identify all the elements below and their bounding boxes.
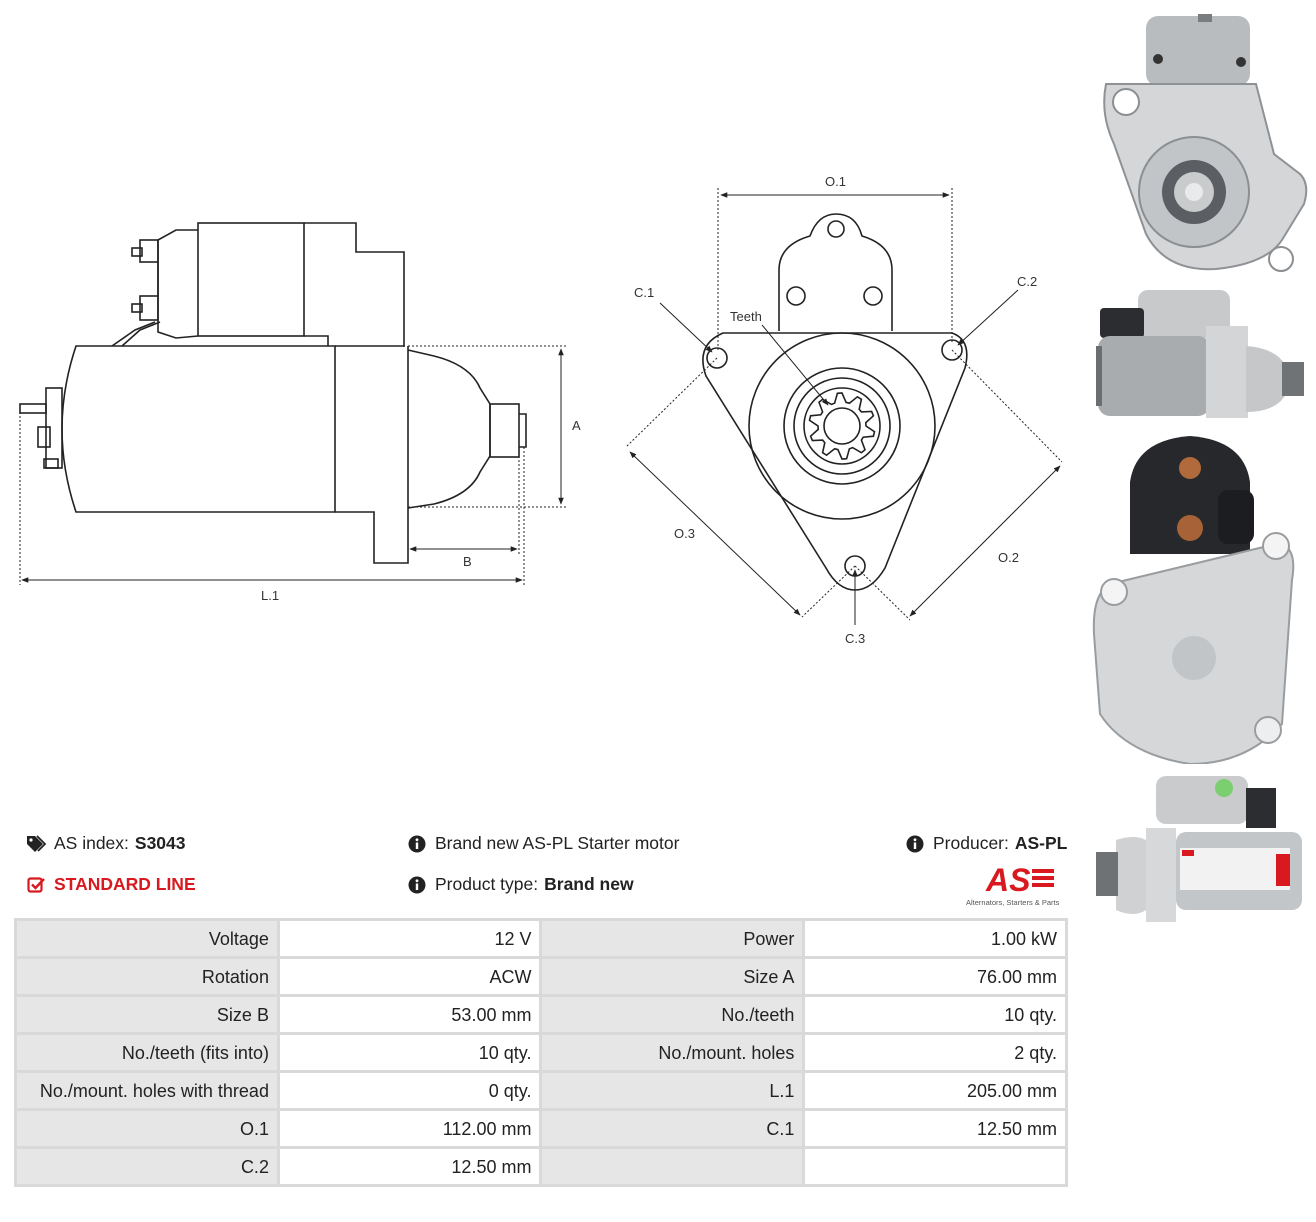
info-circle-icon: [905, 834, 925, 854]
tags-icon: [26, 834, 46, 854]
spec-label: Rotation: [17, 959, 277, 994]
spec-label: No./teeth (fits into): [17, 1035, 277, 1070]
dim-label-o2: O.2: [998, 550, 1019, 565]
spec-value: 10 qty.: [805, 997, 1065, 1032]
spec-label: C.2: [17, 1149, 277, 1184]
product-type-label: Product type:: [435, 874, 539, 894]
as-index-row: AS index: S3043: [26, 833, 186, 854]
spec-value: 10 qty.: [279, 1035, 540, 1070]
dim-label-o1: O.1: [825, 174, 846, 189]
spec-value: ACW: [279, 959, 540, 994]
spec-label: C.1: [542, 1111, 803, 1146]
dim-label-a: A: [572, 418, 581, 433]
spec-value: 205.00 mm: [805, 1073, 1065, 1108]
product-type-value: Brand new: [544, 874, 634, 894]
standard-line-label: STANDARD LINE: [54, 874, 196, 894]
info-circle-icon: [407, 834, 427, 854]
pinion-gear: [808, 392, 876, 460]
product-description: Brand new AS-PL Starter motor: [435, 833, 680, 853]
spec-label: No./teeth: [542, 997, 803, 1032]
technical-drawings: A B L.1: [19, 174, 1063, 646]
spec-label: Size B: [17, 997, 277, 1032]
dim-label-o3: O.3: [674, 526, 695, 541]
as-pl-logo: AS Alternators, Starters & Parts: [962, 862, 1072, 908]
producer-label: Producer:: [933, 833, 1009, 853]
product-type-row: Product type: Brand new: [407, 874, 634, 895]
spec-row: No./teeth (fits into)10 qty.No./mount. h…: [17, 1035, 1065, 1070]
info-circle-icon: [407, 875, 427, 895]
logo-mark: AS: [985, 863, 1031, 898]
spec-value: 76.00 mm: [805, 959, 1065, 994]
spec-value: 2 qty.: [805, 1035, 1065, 1070]
side-view-drawing: [19, 222, 527, 564]
spec-label: No./mount. holes: [542, 1035, 803, 1070]
spec-label: No./mount. holes with thread: [17, 1073, 277, 1108]
spec-label: Size A: [542, 959, 803, 994]
photo-angle-view: [1086, 774, 1312, 924]
spec-label: O.1: [17, 1111, 277, 1146]
standard-line-row: STANDARD LINE: [26, 874, 196, 895]
spec-label: Voltage: [17, 921, 277, 956]
photo-front-view: [1086, 14, 1312, 279]
dim-label-l1: L.1: [261, 588, 279, 603]
spec-value: 12.50 mm: [805, 1111, 1065, 1146]
spec-value: 0 qty.: [279, 1073, 540, 1108]
dim-label-c1: C.1: [634, 285, 654, 300]
side-view-dimensions: [19, 345, 568, 585]
front-view-dimensions: [625, 188, 1063, 625]
check-square-icon: [26, 875, 46, 895]
spec-value: 12 V: [279, 921, 540, 956]
front-view-drawing: [702, 213, 968, 591]
producer-value: AS-PL: [1014, 833, 1068, 853]
photo-side-view: [1086, 286, 1312, 421]
as-index-value: S3043: [134, 833, 186, 853]
spec-value: 12.50 mm: [279, 1149, 540, 1184]
spec-value: 53.00 mm: [279, 997, 540, 1032]
spec-label: [542, 1149, 803, 1184]
producer-row: Producer: AS-PL: [905, 833, 1067, 854]
spec-value: [805, 1149, 1065, 1184]
spec-label: Power: [542, 921, 803, 956]
as-index-label: AS index:: [54, 833, 129, 853]
dim-label-c2: C.2: [1017, 274, 1037, 289]
spec-value: 1.00 kW: [805, 921, 1065, 956]
drawing-canvas: A B L.1: [19, 174, 1063, 646]
photo-rear-view: [1086, 434, 1312, 766]
logo-tagline: Alternators, Starters & Parts: [966, 898, 1060, 907]
spec-value: 112.00 mm: [279, 1111, 540, 1146]
dim-label-c3: C.3: [845, 631, 865, 646]
dim-label-teeth: Teeth: [730, 309, 762, 324]
description-row: Brand new AS-PL Starter motor: [407, 833, 679, 854]
spec-label: L.1: [542, 1073, 803, 1108]
dim-label-b: B: [463, 554, 472, 569]
